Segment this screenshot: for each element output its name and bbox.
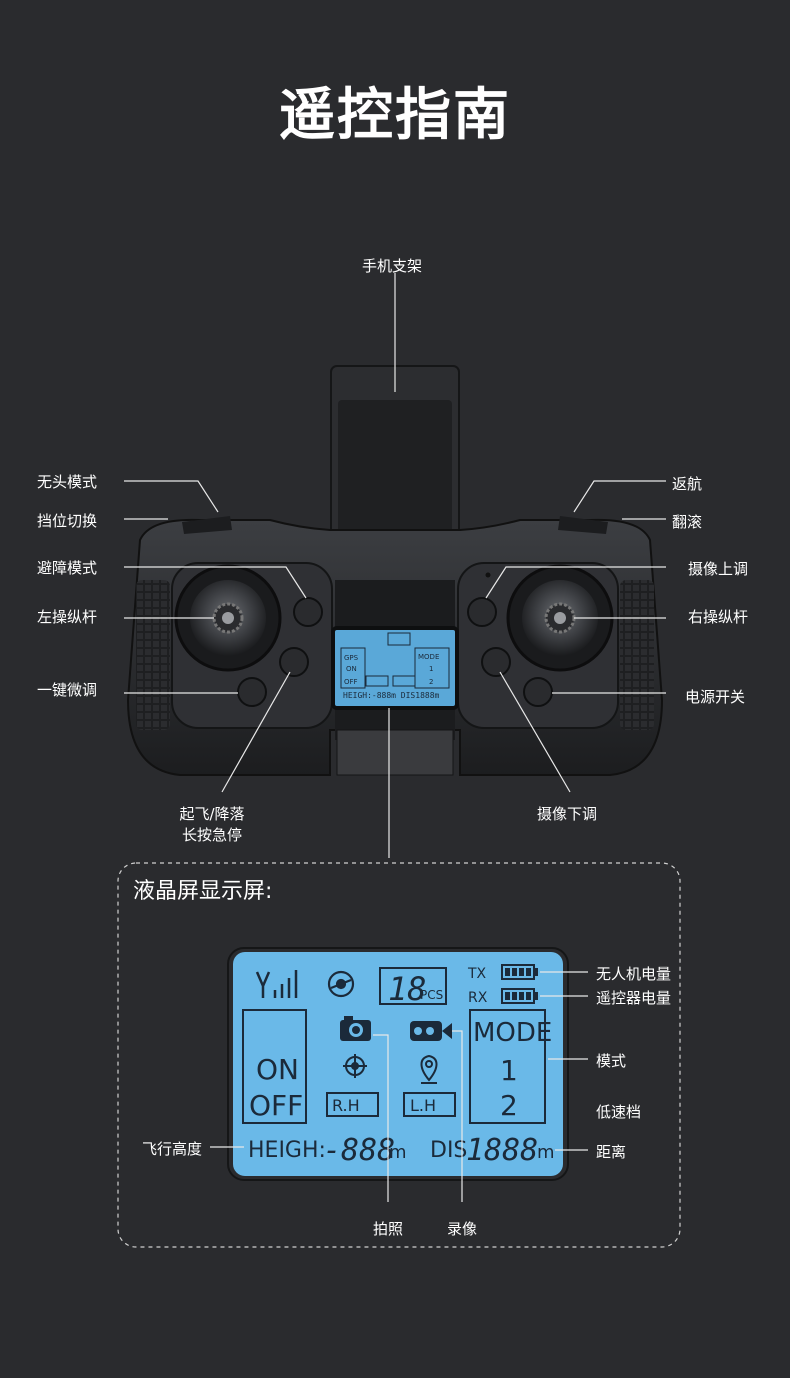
- label-remote-battery: 遥控器电量: [596, 989, 672, 1007]
- right-joystick: [506, 564, 614, 672]
- svg-text:GPS: GPS: [344, 654, 359, 662]
- label-obstacle-avoid: 避障模式: [37, 559, 98, 577]
- drone-battery-icon: [501, 964, 538, 980]
- takeoff-land-button: [279, 647, 309, 677]
- label-height: 飞行高度: [142, 1140, 203, 1158]
- video-icon: [410, 1021, 452, 1041]
- signal-icon: [255, 970, 298, 998]
- label-phone-holder: 手机支架: [362, 257, 423, 275]
- label-drone-battery: 无人机电量: [596, 965, 672, 983]
- dis-value: 1888: [466, 1133, 538, 1168]
- camera-down-button: [481, 647, 511, 677]
- label-gear-switch: 挡位切换: [37, 512, 98, 530]
- svg-text:ON: ON: [346, 665, 357, 673]
- label-trim: 一键微调: [37, 681, 98, 699]
- lh-box: [403, 1092, 456, 1117]
- label-power: 电源开关: [685, 688, 746, 706]
- label-takeoff-line2: 长按急停: [181, 826, 242, 844]
- label-left-stick: 左操纵杆: [37, 608, 98, 626]
- height-value: -888: [323, 1133, 395, 1168]
- left-joystick: [174, 564, 282, 672]
- camera-icon: [340, 1016, 371, 1041]
- label-low-speed: 低速档: [596, 1103, 642, 1121]
- mode-label: MODE: [473, 1018, 552, 1048]
- label-right-stick: 右操纵杆: [688, 608, 749, 626]
- label-distance: 距离: [596, 1143, 627, 1161]
- svg-text:1: 1: [429, 665, 433, 673]
- camera-up-button: [467, 597, 497, 627]
- label-photo: 拍照: [373, 1220, 404, 1238]
- headless-icon: [327, 970, 355, 998]
- pcs-value: 18: [388, 970, 427, 1008]
- pcs-unit: PCS: [420, 988, 443, 1002]
- dis-label: DIS: [430, 1138, 467, 1163]
- on-label: ON: [256, 1053, 299, 1086]
- label-takeoff: 起飞/降落 长按急停: [172, 803, 252, 845]
- label-flip: 翻滚: [672, 513, 703, 531]
- lh-label: L.H: [410, 1096, 436, 1115]
- power-button: [523, 677, 553, 707]
- rx-label: RX: [468, 990, 488, 1006]
- rh-box: [326, 1092, 379, 1117]
- mode-1: 1: [500, 1054, 518, 1087]
- label-takeoff-line1: 起飞/降落: [179, 805, 245, 823]
- obstacle-avoid-button: [293, 597, 323, 627]
- lcd-section-frame: [117, 862, 681, 1248]
- label-headless-mode: 无头模式: [37, 473, 98, 491]
- label-camera-up: 摄像上调: [688, 560, 749, 578]
- mode-box: [469, 1009, 546, 1124]
- svg-text:MODE: MODE: [418, 653, 439, 661]
- home-location-icon: [420, 1054, 438, 1084]
- svg-text:HEIGH:-888m DIS1888m: HEIGH:-888m DIS1888m: [343, 691, 440, 700]
- height-unit: m: [389, 1142, 407, 1163]
- trim-button: [237, 677, 267, 707]
- rh-label: R.H: [332, 1096, 360, 1115]
- gyro-icon: [343, 1054, 367, 1078]
- mini-lcd: HEIGH:-888m DIS1888m GPS ON OFF MODE 1 2: [331, 626, 459, 710]
- lcd-section-title: 液晶屏显示屏:: [133, 879, 273, 904]
- mode-2: 2: [500, 1089, 518, 1122]
- svg-text:OFF: OFF: [344, 678, 358, 686]
- gps-box: [242, 1009, 307, 1124]
- label-camera-down: 摄像下调: [537, 805, 598, 823]
- svg-text:2: 2: [429, 678, 433, 686]
- remote-battery-icon: [501, 988, 538, 1004]
- big-lcd: 18 PCS TX RX ON OFF MODE 1 2 R.H L.H HEI…: [227, 947, 569, 1181]
- height-label: HEIGH:: [248, 1138, 326, 1163]
- label-video: 录像: [447, 1220, 478, 1238]
- pcs-box: [379, 967, 447, 1005]
- label-mode: 模式: [596, 1052, 627, 1070]
- off-label: OFF: [249, 1089, 303, 1122]
- leader-lines: [124, 273, 666, 858]
- phone-holder: [330, 365, 460, 567]
- label-return-home: 返航: [672, 475, 703, 493]
- page-title: 遥控指南: [279, 83, 511, 148]
- tx-label: TX: [467, 966, 487, 982]
- dis-unit: m: [537, 1142, 555, 1163]
